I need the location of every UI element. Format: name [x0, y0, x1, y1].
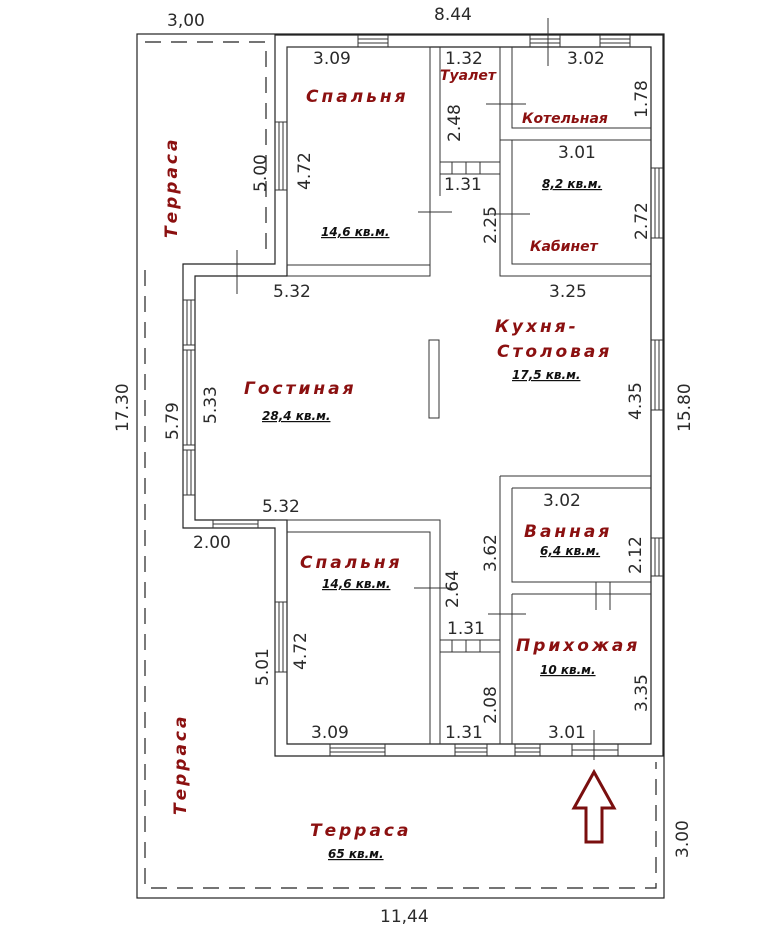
- dim-right-bottom: 3.00: [673, 820, 693, 858]
- bedroom-bottom-walls: [275, 519, 441, 744]
- dim-study-h: 2.72: [632, 202, 652, 240]
- window-top-1: [357, 35, 389, 47]
- entrance-arrow-icon: [571, 768, 617, 844]
- toilet-door: [486, 90, 526, 118]
- dim-toilet-w: 1.32: [445, 49, 483, 69]
- dim-top-left: 3,00: [167, 11, 205, 31]
- window-bottom-1: [329, 744, 386, 756]
- entrance-door: [571, 730, 619, 760]
- window-living-1: [183, 299, 195, 346]
- dim-boiler-h: 1.78: [632, 80, 652, 118]
- dim-living-h-outer: 5.79: [163, 402, 183, 440]
- dim-corr-bot-w2: 1.31: [445, 723, 483, 743]
- area-hall: 10 кв.м.: [540, 663, 596, 677]
- area-living: 28,4 кв.м.: [262, 409, 330, 423]
- dim-boiler-w: 3.02: [567, 49, 605, 69]
- window-small: [212, 520, 259, 528]
- window-top-2: [529, 35, 561, 47]
- study-walls: [499, 140, 651, 277]
- area-study: 8,2 кв.м.: [542, 177, 602, 191]
- dim-bath-w: 3.02: [543, 491, 581, 511]
- dim-terr-bot-h: 5.01: [253, 648, 273, 686]
- dim-kitchen-h: 4.35: [626, 382, 646, 420]
- corridor-bottom-grid: [451, 640, 481, 652]
- boiler-walls: [500, 47, 651, 141]
- room-kitchen-line1: Кухня-: [495, 317, 579, 337]
- bath-walls: [499, 475, 651, 744]
- dim-toilet-h: 2.48: [445, 104, 465, 142]
- kitchen-partition: [428, 339, 440, 419]
- dim-bed-bot-h: 4.72: [291, 632, 311, 670]
- lot-outline: [136, 33, 665, 899]
- bedroom-top-door: [418, 200, 452, 226]
- room-living: Гостиная: [244, 379, 357, 399]
- window-living-2: [183, 349, 195, 446]
- terrace-top-dashed: [145, 41, 267, 250]
- dim-small-w: 2.00: [193, 533, 231, 553]
- dim-terr-top-h: 5.00: [251, 154, 271, 192]
- dim-bottom-total: 11,44: [380, 907, 429, 927]
- dim-corr-top-h: 2.25: [481, 206, 501, 244]
- dim-bed-bot-h2: 2.64: [443, 570, 463, 608]
- room-terrace-left-top: Терраса: [162, 137, 182, 238]
- bedroom-bottom-door: [414, 576, 452, 604]
- window-living-3: [183, 449, 195, 496]
- house-outer-wall: [182, 34, 664, 757]
- window-bedroom-top: [275, 121, 287, 191]
- area-bathroom: 6,4 кв.м.: [540, 544, 600, 558]
- area-bedroom-top: 14,6 кв.м.: [321, 225, 389, 239]
- bedroom-top-wall-outer: [287, 47, 431, 277]
- area-bedroom-bottom: 14,6 кв.м.: [322, 577, 390, 591]
- window-study: [651, 167, 663, 239]
- terrace-left-dashed: [144, 270, 657, 889]
- window-bedroom-bottom: [275, 601, 287, 673]
- dim-living-h: 5.33: [201, 386, 221, 424]
- dim-bed-top-h: 4.72: [295, 152, 315, 190]
- dim-corr-bot-h2: 2.08: [481, 686, 501, 724]
- dim-top-total: 8.44: [434, 5, 472, 25]
- dim-hall-h: 3.35: [632, 674, 652, 712]
- room-bedroom-top: Спальня: [306, 87, 409, 107]
- dim-bed-top-w: 3.09: [313, 49, 351, 69]
- room-toilet: Туалет: [440, 68, 497, 84]
- dim-living-w-top: 5.32: [273, 282, 311, 302]
- study-door: [490, 200, 530, 228]
- dim-corr-bot-h1: 3.62: [481, 534, 501, 572]
- window-kitchen: [651, 339, 663, 411]
- room-terrace-bottom: Терраса: [310, 821, 411, 841]
- window-bottom-2: [454, 744, 488, 756]
- room-study: Кабинет: [530, 239, 599, 255]
- corridor-top-grid: [451, 162, 481, 174]
- dim-right-total: 15.80: [675, 383, 695, 432]
- room-boiler: Котельная: [522, 111, 608, 127]
- room-hall: Прихожая: [516, 636, 640, 656]
- window-top-3: [599, 35, 631, 47]
- room-terrace-left-bottom: Терраса: [171, 714, 191, 815]
- window-bath: [651, 537, 663, 577]
- dim-study-w: 3.01: [558, 143, 596, 163]
- area-terrace-bottom: 65 кв.м.: [328, 847, 384, 861]
- room-kitchen-line2: Столовая: [497, 342, 612, 362]
- dim-hall-w: 3.01: [548, 723, 586, 743]
- dim-corr-top-w: 1.31: [444, 175, 482, 195]
- dim-bed-bot-w: 3.09: [311, 723, 349, 743]
- area-kitchen: 17,5 кв.м.: [512, 368, 580, 382]
- corridor-bottom-walls: [440, 639, 500, 653]
- dim-corr-bot-w: 1.31: [447, 619, 485, 639]
- hall-door: [488, 600, 526, 628]
- bath-door: [595, 582, 611, 610]
- room-bathroom: Ванная: [524, 522, 612, 542]
- window-bottom-3: [514, 744, 541, 756]
- room-bedroom-bottom: Спальня: [300, 553, 403, 573]
- dim-kitchen-w: 3.25: [549, 282, 587, 302]
- dim-left-total: 17.30: [113, 383, 133, 432]
- corridor-top-wall: [439, 161, 500, 196]
- dim-bath-h: 2.12: [626, 536, 646, 574]
- dim-living-w-bottom: 5.32: [262, 497, 300, 517]
